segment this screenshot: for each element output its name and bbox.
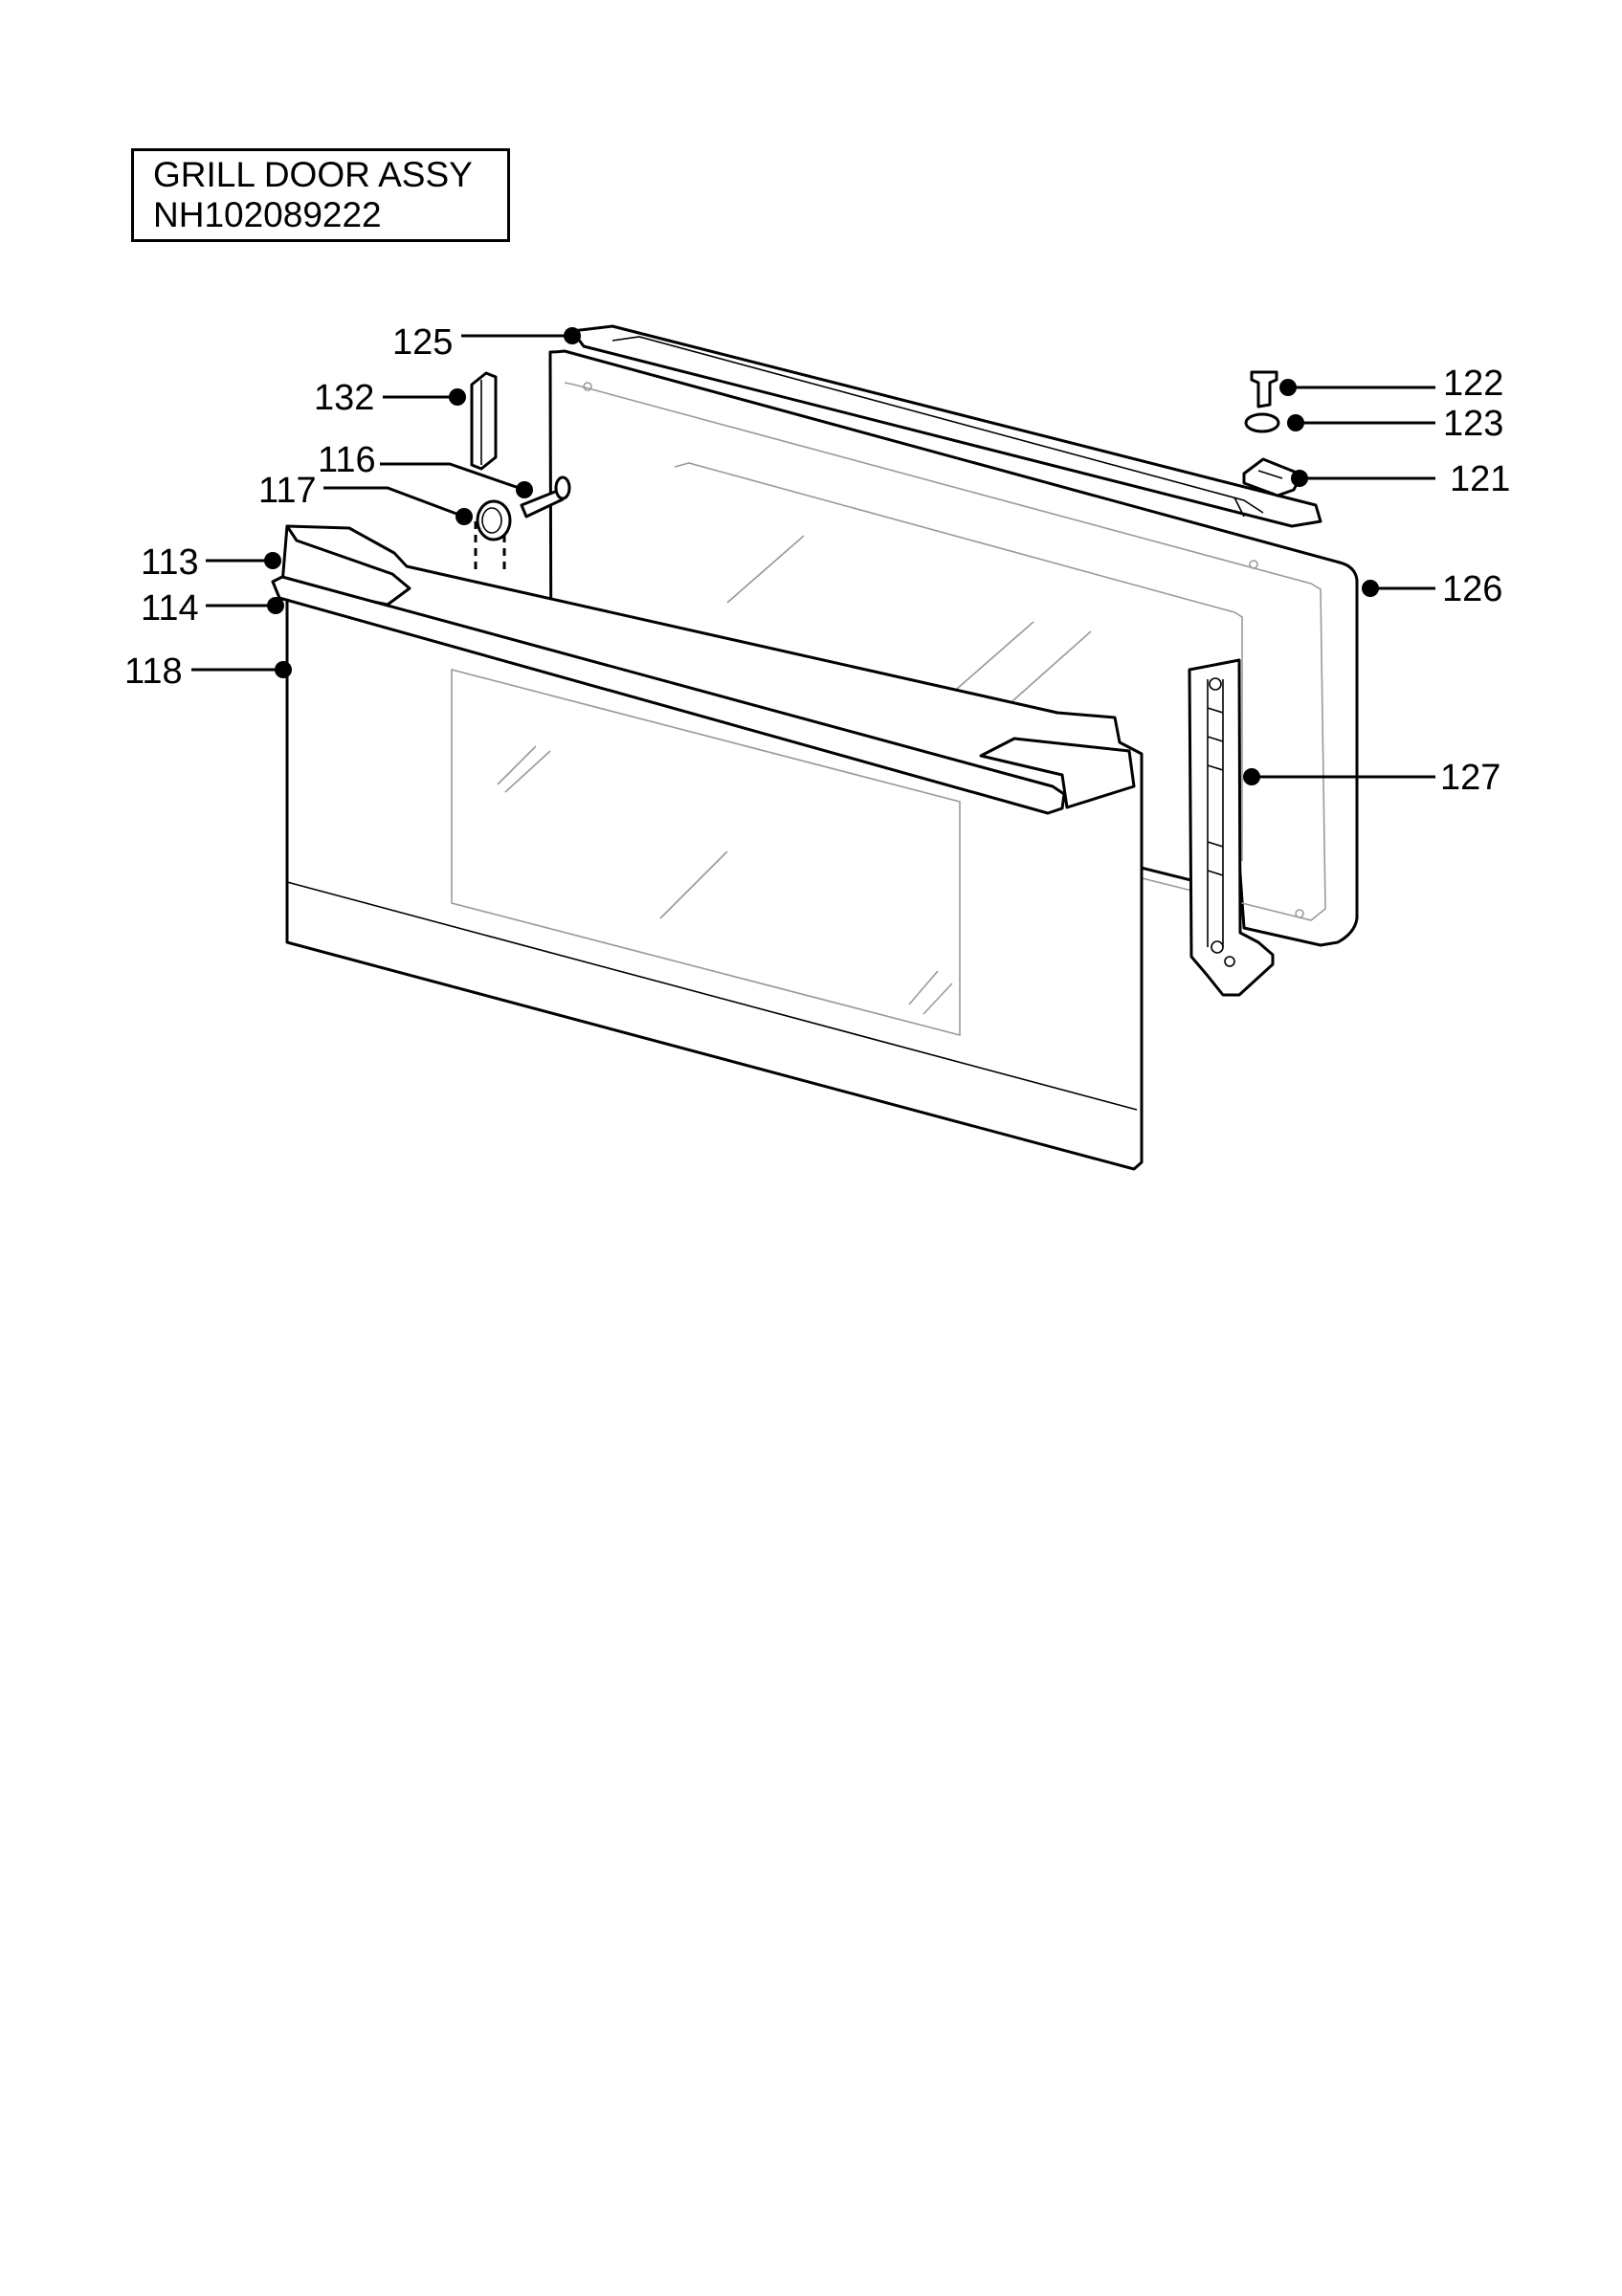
- callout-132: 132: [314, 378, 374, 418]
- title-box: GRILL DOOR ASSY NH102089222: [131, 148, 510, 242]
- callout-122: 122: [1443, 364, 1503, 404]
- part-132-seal-strip: [470, 371, 506, 574]
- callout-118: 118: [124, 651, 183, 692]
- callout-116: 116: [318, 440, 376, 480]
- callout-126: 126: [1442, 569, 1502, 609]
- part-127-hinge: [1188, 658, 1275, 997]
- callout-113: 113: [141, 542, 199, 583]
- part-113-114-handle: [271, 524, 1136, 815]
- callout-114: 114: [141, 588, 199, 629]
- callout-117: 117: [258, 471, 317, 511]
- callout-121: 121: [1450, 459, 1510, 499]
- callout-125: 125: [392, 322, 453, 363]
- title-line-2: NH102089222: [153, 195, 382, 234]
- part-116-screw: [520, 475, 571, 519]
- leader-lines: [191, 327, 1435, 785]
- part-125-top-rail: [570, 324, 1322, 528]
- part-118-outer-door: [285, 524, 1144, 1171]
- part-122-screw: [1250, 370, 1278, 408]
- callout-127: 127: [1440, 758, 1500, 798]
- part-121-bracket: [1242, 457, 1303, 497]
- title-line-1: GRILL DOOR ASSY: [153, 155, 473, 194]
- callout-123: 123: [1443, 404, 1503, 444]
- part-117-cap: [476, 499, 512, 541]
- part-123-washer: [1244, 412, 1280, 433]
